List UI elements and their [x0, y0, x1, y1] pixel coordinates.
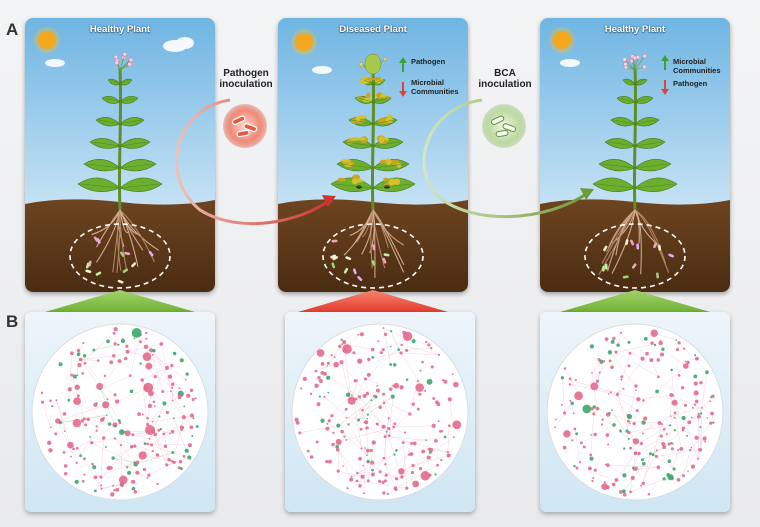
sun-icon — [291, 29, 317, 55]
cooccurrence-network — [546, 323, 724, 501]
legend-item-microbial-communities: Microbial Communities — [411, 78, 459, 96]
cloud-icon — [560, 59, 580, 67]
soil-microbes — [85, 236, 154, 284]
connector-healthy-1 — [45, 290, 195, 312]
legend-item-pathogen: Pathogen — [673, 79, 708, 88]
pathogen-inoculum-icon — [223, 104, 267, 148]
scene-healthy-initial: Healthy Plant — [25, 18, 215, 292]
soil-microbes — [330, 239, 390, 281]
network-panel-healthy-initial — [25, 312, 215, 512]
down-arrow-icon — [661, 80, 669, 95]
plant-roots — [91, 209, 159, 273]
scene-title: Healthy Plant — [604, 24, 666, 35]
plant-roots — [343, 209, 405, 278]
down-arrow-icon — [399, 82, 407, 97]
legend-item-microbial-communities: Microbial Communities — [673, 57, 721, 75]
network-panel-healthy-restored — [540, 312, 730, 512]
rhizosphere-outline — [584, 223, 686, 289]
plant-shoot — [77, 52, 163, 211]
bca-inoculation-label: BCA inoculation — [478, 68, 532, 90]
cooccurrence-network — [31, 323, 209, 501]
soil-microbes — [602, 239, 675, 279]
bca-inoculum-icon — [482, 104, 526, 148]
plant-shoot-diseased — [330, 52, 416, 211]
connector-healthy-2 — [560, 290, 710, 312]
scene-illustration — [25, 18, 215, 292]
connector-diseased — [298, 290, 448, 312]
cooccurrence-network — [291, 323, 469, 501]
scene-title: Healthy Plant — [89, 24, 151, 35]
pathogen-inoculation-label: Pathogen inoculation — [219, 68, 273, 90]
plant-shoot — [592, 53, 678, 211]
legend-item-pathogen: Pathogen — [411, 57, 446, 66]
sun-icon — [34, 27, 60, 53]
up-arrow-icon — [399, 57, 407, 72]
up-arrow-icon — [661, 55, 669, 70]
sun-icon — [549, 27, 575, 53]
rhizosphere-outline — [69, 223, 171, 289]
network-panel-diseased — [285, 312, 475, 512]
scene-title: Diseased Plant — [339, 24, 407, 35]
scene-healthy-restored: Healthy Plant Microbial Communities Path… — [540, 18, 730, 292]
cloud-icon — [45, 37, 194, 67]
panel-label-b: B — [6, 312, 19, 331]
panel-label-a: A — [6, 20, 19, 39]
rhizosphere-outline — [322, 223, 424, 289]
scene-diseased: Diseased Plant Pathogen Microbial Commun… — [278, 18, 468, 292]
cloud-icon — [312, 66, 332, 74]
